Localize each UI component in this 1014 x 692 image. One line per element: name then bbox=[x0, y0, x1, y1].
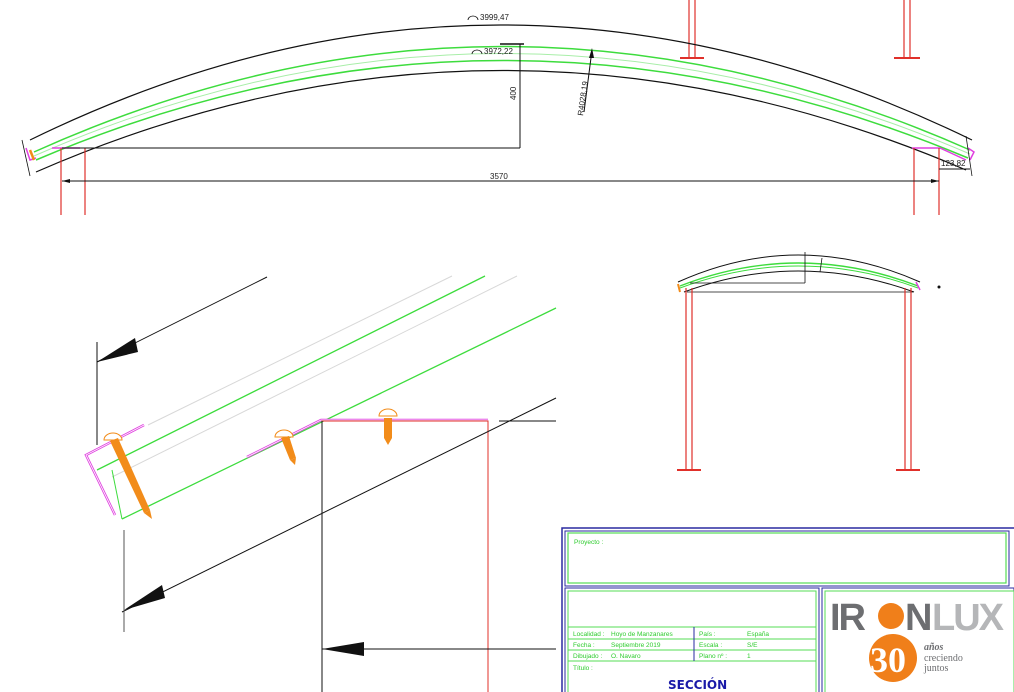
escala-label: Escala : bbox=[699, 642, 722, 649]
logo-iron-text: IR bbox=[830, 597, 866, 639]
radius-dimension: R4028,19 bbox=[576, 80, 590, 116]
span-dimension: 3570 bbox=[490, 172, 508, 181]
outer-arch-line bbox=[29, 24, 973, 141]
small-arch-elevation bbox=[677, 252, 941, 471]
escala-value: S/E bbox=[747, 642, 758, 649]
eave-detail-view bbox=[84, 275, 557, 692]
polycarbonate-bottom bbox=[35, 59, 969, 161]
short-screw-icon bbox=[274, 429, 296, 465]
dibujado-value: O. Navaro bbox=[611, 653, 641, 660]
overhang-dimension: 123,82 bbox=[941, 159, 966, 168]
ironlux-logo: IR N LUX 30 años creciendo juntos bbox=[830, 597, 1007, 682]
pais-label: País : bbox=[699, 631, 716, 638]
fecha-value: Septiembre 2019 bbox=[611, 642, 661, 649]
outer-arc-length: 3999,47 bbox=[480, 13, 509, 22]
long-screw-icon bbox=[103, 432, 152, 519]
logo-line1: años bbox=[924, 642, 944, 653]
title-block: Proyecto : Localidad : Hoyo de Manzanare… bbox=[561, 527, 1014, 692]
titulo-value: SECCIÓN bbox=[668, 677, 727, 692]
main-arch-elevation: 400 R4028,19 3999,47 3972,22 3570 123,82 bbox=[21, 0, 975, 215]
logo-n-text: N bbox=[905, 597, 930, 639]
inner-arch-line bbox=[35, 69, 967, 173]
plano-label: Plano nº : bbox=[699, 653, 727, 660]
rise-dimension: 400 bbox=[509, 86, 518, 100]
dibujado-label: Dibujado : bbox=[573, 653, 602, 660]
titulo-label: Título : bbox=[573, 665, 593, 672]
logo-o-icon bbox=[878, 603, 904, 629]
logo-lux-text: LUX bbox=[932, 597, 1005, 639]
upper-columns bbox=[680, 0, 920, 59]
proyecto-label: Proyecto : bbox=[574, 539, 603, 546]
logo-line3: juntos bbox=[923, 663, 949, 674]
fecha-label: Fecha : bbox=[573, 642, 595, 649]
localidad-label: Localidad : bbox=[573, 631, 605, 638]
top-screw-icon bbox=[378, 408, 398, 445]
logo-line2: creciendo bbox=[924, 653, 963, 664]
anniversary-badge-icon bbox=[869, 634, 917, 682]
anniversary-number: 30 bbox=[870, 640, 906, 680]
localidad-value: Hoyo de Manzanares bbox=[611, 631, 674, 638]
inner-arc-length: 3972,22 bbox=[484, 47, 513, 56]
pais-value: España bbox=[747, 631, 769, 638]
polycarbonate-top bbox=[33, 45, 971, 153]
plano-value: 1 bbox=[747, 653, 751, 660]
